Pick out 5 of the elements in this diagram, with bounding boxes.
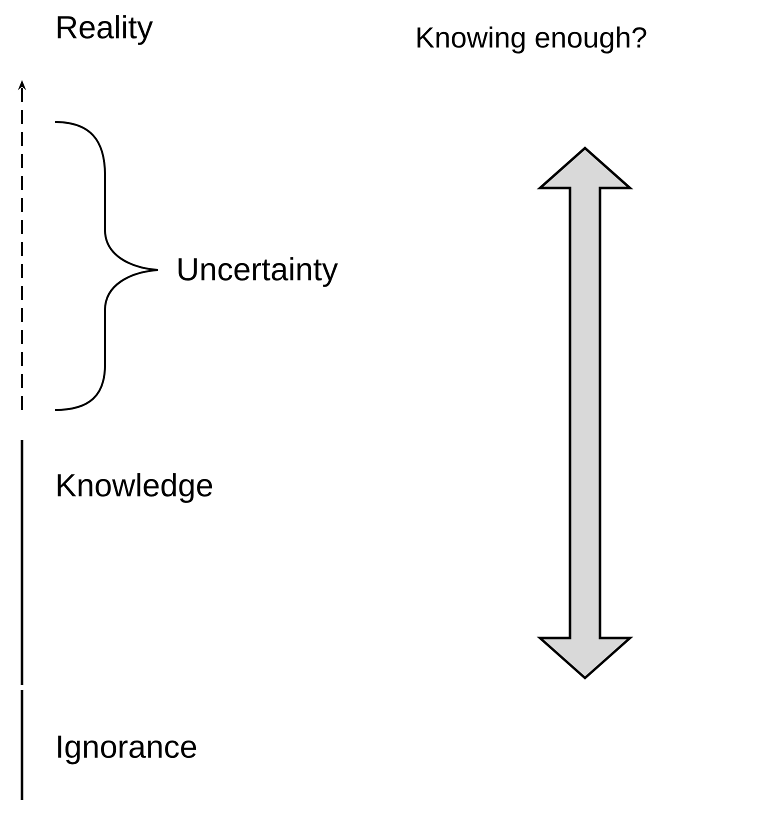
axis-label: Knowledge bbox=[58, 473, 212, 503]
question-text: Knowing enough? bbox=[418, 26, 646, 54]
axis-label: Reality bbox=[58, 15, 153, 45]
axis-label: Ignorance bbox=[58, 736, 196, 764]
brace-label: Uncertainty bbox=[178, 257, 338, 287]
